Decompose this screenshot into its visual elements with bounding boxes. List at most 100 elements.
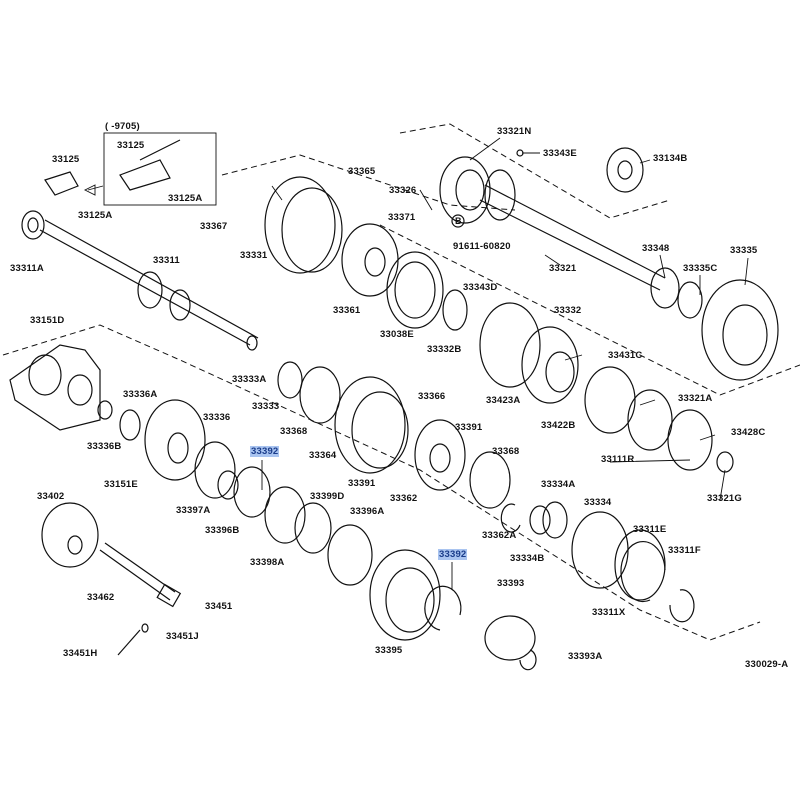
part-number-33336b[interactable]: 33336B [87,441,122,452]
gear [479,302,541,388]
part-number-33402[interactable]: 33402 [37,491,65,502]
part-number-33371[interactable]: 33371 [388,212,416,223]
bearing [439,156,491,224]
gear [667,409,713,471]
gear [341,223,399,297]
part-number-33451j[interactable]: 33451J [166,631,199,642]
part-number-33368[interactable]: 33368 [492,446,520,457]
part-number-33311e[interactable]: 33311E [633,524,667,535]
ring [627,389,673,451]
part-number-33321[interactable]: 33321 [549,263,577,274]
gear [144,399,206,481]
countershaft [479,184,666,291]
part-number-33111r[interactable]: 33111R [601,454,635,465]
input-shaft [39,219,259,346]
part-number-33331[interactable]: 33331 [240,250,268,261]
arrow-icon [87,185,104,191]
gear [264,176,336,274]
part-number-33321n[interactable]: 33321N [497,126,532,137]
part-number-33391[interactable]: 33391 [348,478,376,489]
part-number-33368[interactable]: 33368 [280,426,308,437]
part-number-33462[interactable]: 33462 [87,592,115,603]
part-number-33393[interactable]: 33393 [497,578,525,589]
part-number-33393a[interactable]: 33393A [568,651,603,662]
sleeve [369,549,441,641]
ring [469,451,511,509]
part-number-33134b[interactable]: 33134B [653,153,688,164]
part-number-33367[interactable]: 33367 [200,221,228,232]
part-number-91611-60820[interactable]: 91611-60820 [453,241,511,252]
part-number-33392-highlighted[interactable]: 33392 [438,549,468,560]
part-number-33366[interactable]: 33366 [418,391,446,402]
part-number-33431c[interactable]: 33431C [608,350,643,361]
part-number-33125[interactable]: 33125 [117,140,145,151]
gear [41,502,99,568]
diagram-code: 330029-A [745,659,789,670]
part-number-33451h[interactable]: 33451H [63,648,98,659]
gear [414,419,466,491]
part-number-33334a[interactable]: 33334A [541,479,576,490]
part-number-33038e[interactable]: 33038E [380,329,414,340]
group-outline [221,154,516,211]
part-number-33428c[interactable]: 33428C [731,427,766,438]
part-number-33311f[interactable]: 33311F [668,545,701,556]
part-number-33343e[interactable]: 33343E [543,148,577,159]
part-number-33451[interactable]: 33451 [205,601,233,612]
plate [9,344,101,431]
group-outline [399,123,671,219]
part-number-33311[interactable]: 33311 [153,255,180,266]
shaft [99,542,176,601]
part-number-33397a[interactable]: 33397A [176,505,211,516]
part-number-33391[interactable]: 33391 [455,422,483,433]
part-number-33334b[interactable]: 33334B [510,553,545,564]
part-number-33348[interactable]: 33348 [642,243,670,254]
part-number-33396a[interactable]: 33396A [350,506,385,517]
part-number-33334[interactable]: 33334 [584,497,612,508]
part-number-33335c[interactable]: 33335C [683,263,718,274]
gear [571,511,629,589]
part-number-33364[interactable]: 33364 [309,450,337,461]
part-number-33125[interactable]: 33125 [52,154,80,165]
plug [606,147,644,193]
part-number-33332[interactable]: 33332 [554,305,582,316]
gear [584,366,636,434]
part-number-33151d[interactable]: 33151D [30,315,65,326]
part-number-33395[interactable]: 33395 [375,645,403,656]
part-number-33399d[interactable]: 33399D [310,491,345,502]
part-number-33311a[interactable]: 33311A [10,263,44,274]
part-number-33326[interactable]: 33326 [389,185,417,196]
part-number-33361[interactable]: 33361 [333,305,361,316]
part-number-33362a[interactable]: 33362A [482,530,517,541]
part-number-33423a[interactable]: 33423A [486,395,521,406]
sleeve [334,376,406,474]
part-number-33333[interactable]: 33333 [252,401,280,412]
part-number-33396b[interactable]: 33396B [205,525,240,536]
inset-box [103,132,217,206]
part-number-33343d[interactable]: 33343D [463,282,498,293]
part-number-33362[interactable]: 33362 [390,493,418,504]
part-number-33333a[interactable]: 33333A [232,374,267,385]
inset-range-label: ( -9705) [105,121,140,132]
shift-lever [44,171,79,196]
part-number-33336[interactable]: 33336 [203,412,231,423]
bearing [21,210,45,240]
group-outline [2,324,761,641]
snap-ring [500,503,521,533]
part-number-33392-highlighted[interactable]: 33392 [250,446,280,457]
gear [701,279,779,381]
part-number-33335[interactable]: 33335 [730,245,758,256]
synchro-hub [327,524,373,586]
part-number-33125a[interactable]: 33125A [78,210,113,221]
part-number-33422b[interactable]: 33422B [541,420,576,431]
part-number-33398a[interactable]: 33398A [250,557,285,568]
part-number-33321g[interactable]: 33321G [707,493,743,504]
part-number-33321a[interactable]: 33321A [678,393,713,404]
part-number-33332b[interactable]: 33332B [427,344,462,355]
part-number-33311x[interactable]: 33311X [592,607,626,618]
part-number-33125a[interactable]: 33125A [168,193,203,204]
part-number-33365[interactable]: 33365 [348,166,376,177]
part-number-33336a[interactable]: 33336A [123,389,158,400]
part-number-33151e[interactable]: 33151E [104,479,138,490]
